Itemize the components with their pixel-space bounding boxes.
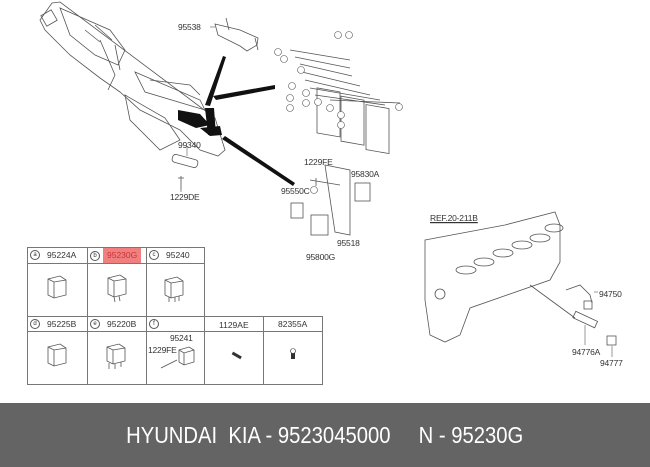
callout-letter: d [30, 319, 40, 329]
callout-letter: a [30, 250, 40, 260]
part-label-1229FE-top: 1229FE [304, 157, 333, 167]
table-header-82355A: 82355A [278, 319, 307, 329]
part-label-1229DE: 1229DE [170, 192, 200, 202]
ref-label: REF.20-211B [430, 213, 478, 223]
callout-letter: c [149, 250, 159, 260]
table-header-b: b 95230G [90, 248, 142, 263]
part-label-95830A: 95830A [351, 169, 380, 179]
table-header-c: c 95240 [149, 250, 190, 260]
part-label-95800G: 95800G [306, 252, 336, 262]
part-number: 95220B [107, 319, 137, 329]
part-label-94750: 94750 [599, 289, 622, 299]
table-header-a: a 95224A [30, 250, 76, 260]
part-label-99340: 99340 [178, 140, 201, 150]
table-header-e: e 95220B [90, 319, 136, 329]
table-header-1129AE: 1129AE [219, 320, 249, 330]
callout-letter: b [90, 250, 100, 261]
table-header-d: d 95225B [30, 319, 76, 329]
diagram-artwork [39, 1, 617, 357]
part-number: 95225B [47, 319, 77, 329]
relay-icons [47, 274, 296, 369]
part-label-1229FE: 1229FE [148, 345, 177, 355]
callout-letter: e [90, 319, 100, 329]
part-label-94776A: 94776A [572, 347, 601, 357]
part-label-94777: 94777 [600, 358, 623, 368]
part-label-95241: 95241 [170, 333, 193, 343]
parts-diagram: 95538 99340 1229DE 1229FE 95830A 95550C … [27, 1, 623, 385]
part-number: 95240 [166, 250, 190, 260]
callout-letter: f [149, 319, 159, 329]
part-number: 1129AE [219, 320, 249, 330]
part-label-95550C: 95550C [281, 186, 310, 196]
part-number: 95224A [47, 250, 77, 260]
highlighted-part-number: 95230G [103, 248, 142, 263]
table-image-cell [263, 331, 323, 385]
table-header-f: f [149, 319, 166, 329]
part-label-95518: 95518 [337, 238, 360, 248]
footer-bar: HYUNDAI KIA - 9523045000 N - 95230G [0, 403, 650, 467]
footer-part-title: HYUNDAI KIA - 9523045000 N - 95230G [126, 421, 524, 448]
part-number: 82355A [278, 319, 308, 329]
part-label-95538: 95538 [178, 22, 201, 32]
